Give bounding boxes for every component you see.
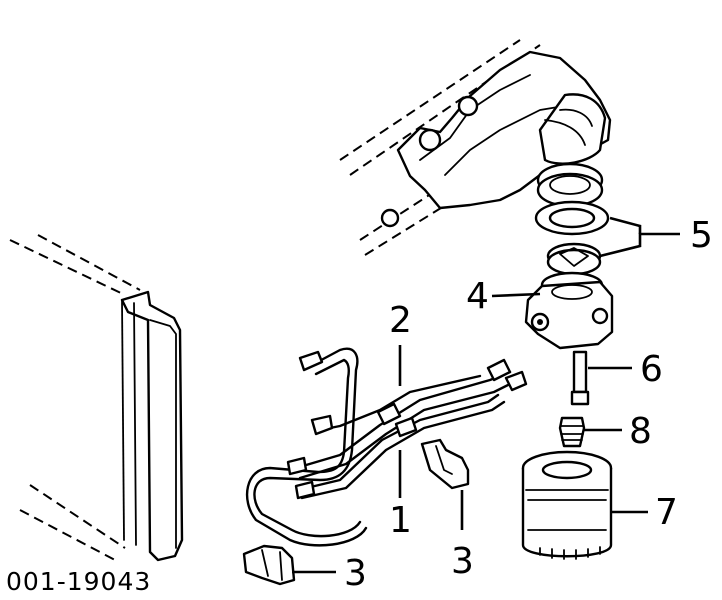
callout-3-clip-lower: 3 [344, 553, 367, 594]
callout-8: 8 [629, 411, 652, 452]
engine-block [339, 39, 612, 256]
callout-6: 6 [640, 349, 663, 390]
adapter-seals [534, 162, 610, 276]
callout-5: 5 [690, 215, 713, 256]
callout-3-clip-upper: 3 [451, 541, 474, 582]
leader-lines [292, 216, 680, 574]
callout-4: 4 [466, 276, 489, 317]
filter-connector [558, 416, 586, 448]
oil-cooler-lines [245, 347, 528, 547]
adapter-bolt [570, 350, 590, 406]
oil-filter [521, 450, 613, 560]
radiator [9, 234, 184, 562]
figure-id: 001-19043 [6, 567, 151, 596]
line-clip-upper [420, 438, 470, 490]
callout-1: 1 [389, 500, 412, 541]
callout-7: 7 [655, 492, 678, 533]
oil-filter-adapter [524, 271, 614, 350]
callout-2: 2 [389, 300, 412, 341]
line-clip-lower [242, 544, 296, 586]
